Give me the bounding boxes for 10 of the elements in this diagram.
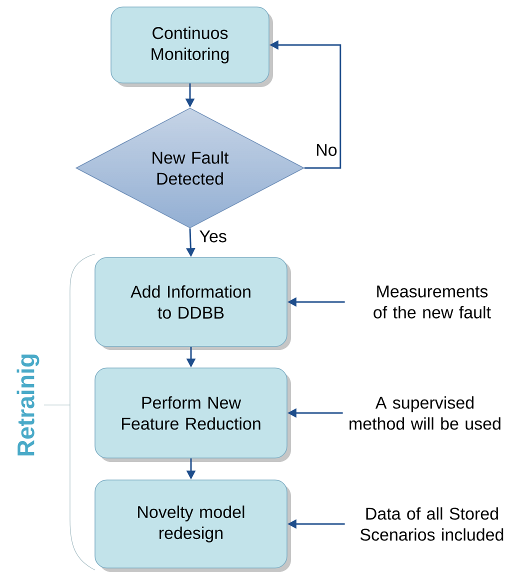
note-text: A supervised method will be used [350,396,500,430]
process-box: Novelty model redesign [94,480,291,572]
process-box: Perform New Feature Reduction [94,368,291,462]
note-text: Data of all Stored Scenarios included [360,507,504,541]
section-label: Retrainig [16,354,40,456]
process-box: Add Information to DDBB [94,257,291,350]
edge-label: No [314,143,338,157]
process-box: Continuos Monitoring [110,6,273,87]
note-text: Measurements of the new fault [374,286,491,318]
edge-label: Yes [198,229,228,244]
